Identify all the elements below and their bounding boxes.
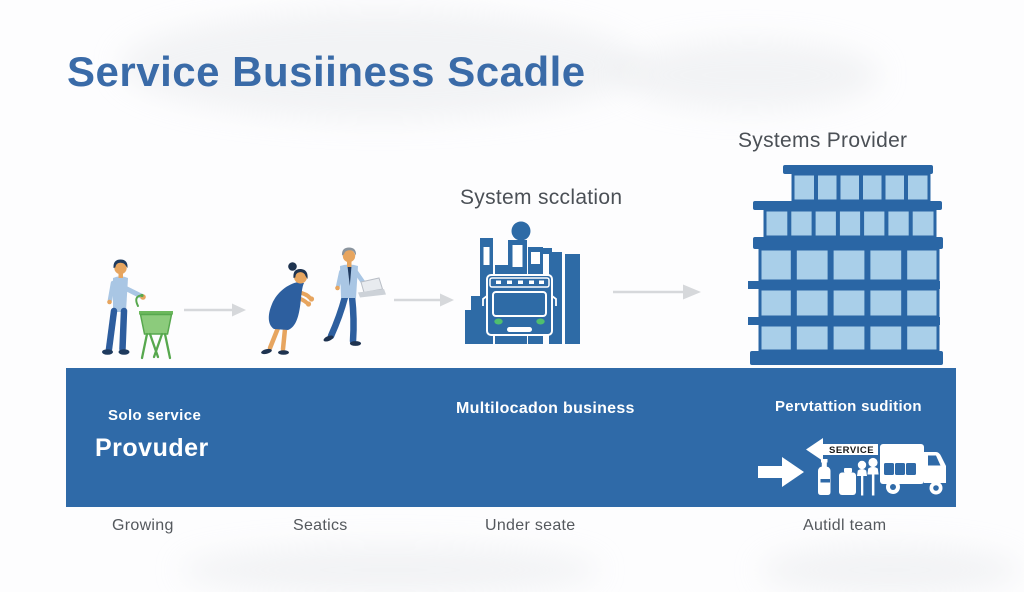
office-building-icon: [748, 165, 943, 365]
label-system-scclation: System scclation: [460, 186, 623, 209]
bottom-label-autidl-team: Autidl team: [803, 517, 887, 534]
right-arrow-icon: [184, 303, 246, 317]
canister-icon: [839, 468, 856, 495]
bottle-icon: [818, 459, 831, 495]
background-blob: [180, 545, 600, 592]
background-blob: [760, 545, 1020, 592]
band-icons-group: SERVICE: [758, 438, 946, 496]
bottom-label-seatics: Seatics: [293, 517, 348, 534]
right-arrow-icon: [613, 284, 701, 300]
band-label-solo-service: Solo service: [108, 407, 202, 424]
two-people-icon: [261, 247, 386, 355]
city-service-truck-icon: [465, 221, 580, 344]
white-right-arrow-icon: [758, 457, 804, 487]
service-banner-icon: SERVICE: [806, 438, 878, 461]
page-title: Service Busiiness Scadle: [67, 48, 586, 95]
right-arrow-icon: [394, 293, 454, 307]
label-systems-provider: Systems Provider: [738, 129, 908, 152]
band-label-multi-location: Multilocadon business: [456, 400, 635, 417]
bottom-label-growing: Growing: [112, 517, 174, 534]
staff-pins-icon: [857, 457, 879, 496]
delivery-truck-icon: [880, 444, 946, 495]
background-blob: [620, 40, 880, 110]
band-label-provider: Provuder: [95, 434, 209, 462]
bottom-label-under-seate: Under seate: [485, 517, 576, 534]
stage-band: Solo service Provuder Multilocadon busin…: [66, 368, 956, 507]
band-label-right: Pervtattion sudition: [775, 398, 922, 415]
person-with-cart-icon: [102, 259, 173, 360]
service-banner-label: SERVICE: [829, 445, 874, 456]
